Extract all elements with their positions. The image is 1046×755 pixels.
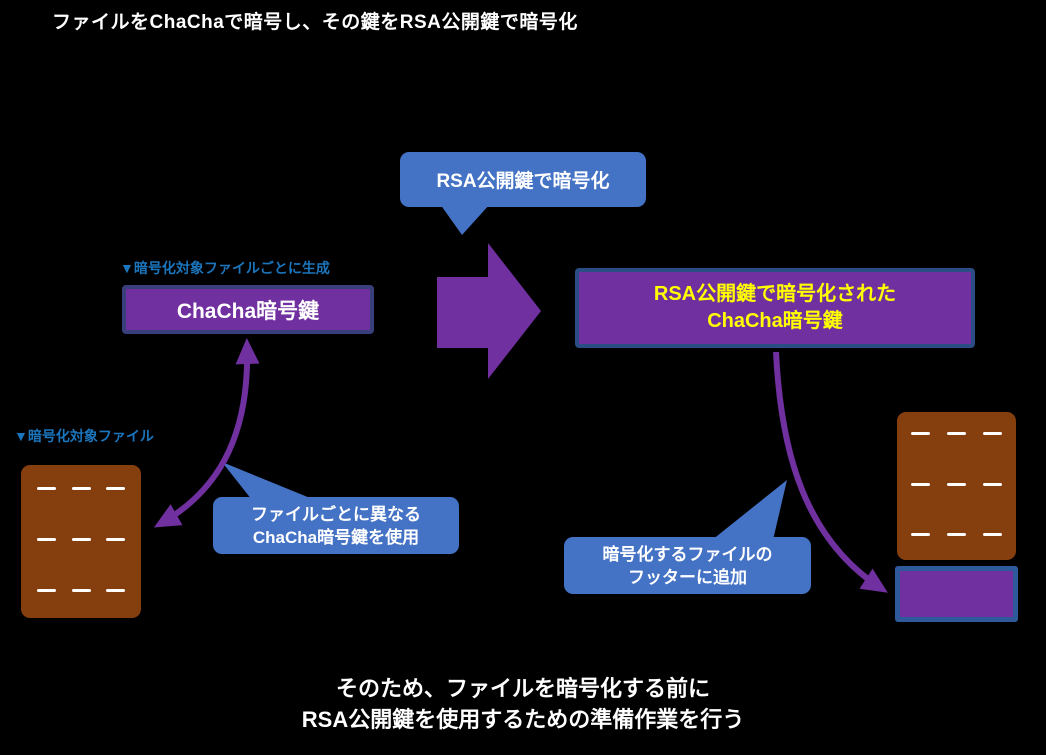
callout-rsa-tail: [440, 204, 490, 235]
file-line-dash: [911, 432, 930, 435]
file-line-dash: [37, 538, 56, 541]
file-line-dash: [71, 487, 91, 490]
file-line-dash: [911, 482, 930, 486]
slide-title: ファイルをChaChaで暗号し、その鍵をRSA公開鍵で暗号化: [52, 12, 578, 33]
encrypted-file-icon: [897, 412, 1016, 560]
callout-footer-append-tail: [712, 480, 787, 540]
file-line-row: [37, 538, 125, 541]
callout-rsa-encrypt: RSA公開鍵で暗号化: [400, 152, 646, 207]
footnote: そのため、ファイルを暗号化する前に RSA公開鍵を使用するための準備作業を行う: [13, 673, 1033, 735]
file-line-dash: [71, 589, 91, 592]
file-line-dash: [106, 487, 125, 490]
callout-unique-key-line1: ファイルごとに異なる: [251, 504, 421, 524]
file-line-dash: [911, 533, 930, 536]
file-footer-key-block: [895, 566, 1018, 622]
callout-unique-key: ファイルごとに異なる ChaCha暗号鍵を使用: [213, 497, 459, 554]
chacha-key-box: ChaCha暗号鍵: [122, 285, 374, 334]
encrypted-key-line2: ChaCha暗号鍵: [707, 310, 843, 332]
file-line-dash: [947, 533, 966, 536]
file-line-dash: [106, 538, 125, 541]
encrypted-key-line1: RSA公開鍵で暗号化された: [653, 283, 897, 305]
callout-unique-key-line2: ChaCha暗号鍵を使用: [252, 527, 420, 547]
file-line-dash: [71, 538, 91, 541]
callout-footer-append: 暗号化するファイルの フッターに追加: [564, 537, 811, 594]
file-line-dash: [37, 487, 56, 490]
curved-arrow-icon: [773, 351, 888, 593]
footnote-line2: RSA公開鍵を使用するための準備作業を行う: [301, 707, 745, 732]
callout-footer-append-line2: フッターに追加: [628, 567, 747, 587]
encrypted-chacha-key-box: RSA公開鍵で暗号化された ChaCha暗号鍵: [575, 268, 975, 348]
callout-unique-key-tail: [222, 462, 315, 500]
arrow-right-icon: [437, 243, 541, 379]
file-line-row: [37, 589, 125, 592]
label-generated-per-file: ▼暗号化対象ファイルごとに生成: [120, 260, 330, 276]
file-line-dash: [947, 482, 966, 486]
file-line-row: [911, 533, 1002, 536]
file-line-row: [37, 487, 125, 490]
file-line-dash: [983, 482, 1002, 486]
file-line-dash: [37, 589, 56, 592]
file-line-row: [911, 432, 1002, 435]
file-line-dash: [983, 432, 1002, 435]
chacha-key-label: ChaCha暗号鍵: [176, 299, 320, 323]
target-file-icon: [21, 465, 141, 618]
file-line-dash: [983, 533, 1002, 536]
curved-double-arrow-icon: [153, 338, 260, 528]
callout-rsa-encrypt-label: RSA公開鍵で暗号化: [436, 171, 610, 192]
label-target-file: ▼暗号化対象ファイル: [14, 428, 154, 444]
file-line-row: [911, 482, 1002, 486]
footnote-line1: そのため、ファイルを暗号化する前に: [335, 676, 710, 701]
file-line-dash: [106, 589, 125, 592]
callout-footer-append-line1: 暗号化するファイルの: [602, 544, 773, 564]
file-line-dash: [947, 432, 966, 435]
